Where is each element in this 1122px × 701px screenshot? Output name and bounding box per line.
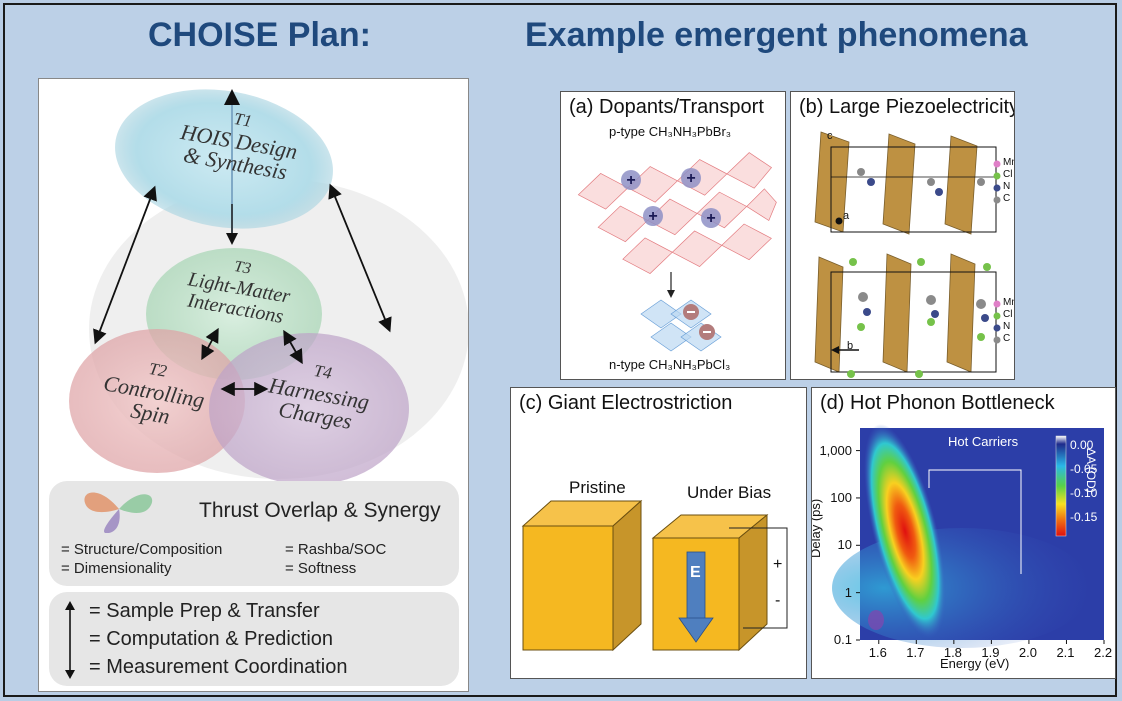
colorbar-tick-2: -0.10 <box>1070 486 1098 500</box>
legend-cl-top: Cl <box>1003 169 1013 180</box>
panel-a-title: (a) Dopants/Transport <box>569 96 764 118</box>
t1-circle <box>115 89 333 229</box>
legend-c-bottom: C <box>1003 333 1011 344</box>
y-tick-label: 1,000 <box>819 442 852 458</box>
y-tick-marks <box>856 450 860 641</box>
colorbar-tick-1: -0.05 <box>1070 462 1098 476</box>
x-tick-label: 1.8 <box>943 645 962 660</box>
panel-a-dopants: (a) Dopants/Transport p-type CH₃NH₃PbBr₃… <box>560 91 786 380</box>
heatmap-chart <box>832 424 1105 648</box>
x-tick-label: 2.0 <box>1018 645 1037 660</box>
x-axis-label: Energy (eV) <box>940 656 1010 671</box>
t2-circle <box>69 329 245 473</box>
legend-mn-bottom: Mn <box>1003 297 1014 308</box>
under-bias-label: Under Bias <box>687 483 772 502</box>
legend-sample-prep: = Sample Prep & Transfer <box>89 600 320 622</box>
overlap-petals-icon <box>84 492 153 533</box>
axis-b-label: b <box>847 340 854 352</box>
legend-mn-top: Mn <box>1003 157 1014 168</box>
svg-text:+: + <box>648 208 657 225</box>
phenomena-heading: Example emergent phenomena <box>525 16 1028 54</box>
x-tick-marks <box>878 640 1105 644</box>
legend-computation: = Computation & Prediction <box>89 628 334 650</box>
y-tick-label: 0.1 <box>833 632 852 647</box>
x-tick-label: 1.9 <box>981 645 1000 660</box>
choise-plan-heading: CHOISE Plan: <box>148 16 371 54</box>
t4-circle <box>209 333 409 485</box>
overlap-item-structure: = Structure/Composition <box>61 541 223 558</box>
x-tick-label: 1.6 <box>868 645 887 660</box>
colorbar <box>1055 435 1067 537</box>
overlap-title: Thrust Overlap & Synergy <box>199 499 441 522</box>
double-arrow-icon <box>65 601 75 679</box>
overlap-synergy-box: Thrust Overlap & Synergy = Structure/Com… <box>49 481 459 586</box>
panel-a-bottom-label: n-type CH₃NH₃PbCl₃ <box>609 357 731 372</box>
plus-terminal: + <box>773 556 783 573</box>
legend-c-top: C <box>1003 193 1011 204</box>
svg-text:+: + <box>626 172 635 189</box>
x-tick-label: 2.1 <box>1056 645 1075 660</box>
choise-plan-panel: T1 HOIS Design & Synthesis T3 Light-Matt… <box>38 78 469 692</box>
overlap-item-softness: = Softness <box>285 560 357 577</box>
y-tick-label: 1 <box>844 584 852 600</box>
legend-n-bottom: N <box>1003 321 1011 332</box>
colorbar-tick-3: -0.15 <box>1070 510 1098 524</box>
legend-measurement: = Measurement Coordination <box>89 656 348 678</box>
pristine-label: Pristine <box>569 478 626 497</box>
minus-terminal: - <box>775 592 781 609</box>
legend-n-top: N <box>1003 181 1011 192</box>
heatmap-early-signal <box>868 610 884 630</box>
svg-text:+: + <box>706 210 715 227</box>
overlap-item-dimensionality: = Dimensionality <box>61 560 172 577</box>
venn-diagram <box>69 89 468 485</box>
colorbar-tick-0: 0.00 <box>1070 438 1094 452</box>
axis-a-label: a <box>843 210 850 222</box>
overlap-item-rashba: = Rashba/SOC <box>285 541 387 558</box>
heatmap-tail <box>832 528 1092 648</box>
panel-d-hot-phonon: (d) Hot Phonon Bottleneck <box>811 387 1116 679</box>
legend-cl-bottom: Cl <box>1003 309 1013 320</box>
hot-carriers-annotation: Hot Carriers <box>948 434 1019 449</box>
electrostriction-cubes-figure <box>521 499 788 652</box>
heatmap-hotspot <box>864 424 946 639</box>
x-tick-label: 1.7 <box>906 645 925 660</box>
x-tick-label: 2.2 <box>1094 645 1113 660</box>
field-e-label: E <box>690 564 701 581</box>
svg-text:+: + <box>686 170 695 187</box>
arrows-legend-box: = Sample Prep & Transfer = Computation &… <box>49 592 459 686</box>
y-tick-label: 10 <box>837 537 852 553</box>
y-axis-label: Delay (ps) <box>811 498 823 558</box>
panel-d-title: (d) Hot Phonon Bottleneck <box>820 392 1055 414</box>
panel-c-title: (c) Giant Electrostriction <box>519 392 733 414</box>
panel-a-top-label: p-type CH₃NH₃PbBr₃ <box>609 124 732 139</box>
y-tick-label: 100 <box>830 489 852 505</box>
axis-c-label: c <box>827 130 833 142</box>
panel-c-electrostriction: (c) Giant Electrostriction Pristine Unde… <box>510 387 807 679</box>
panel-b-piezoelectricity: (b) Large Piezoelectricity c a <box>790 91 1015 380</box>
panel-b-title: (b) Large Piezoelectricity <box>799 96 1015 118</box>
crystal-structure-figure <box>814 131 1001 378</box>
perovskite-lattice-figure: + + + + <box>577 152 777 352</box>
